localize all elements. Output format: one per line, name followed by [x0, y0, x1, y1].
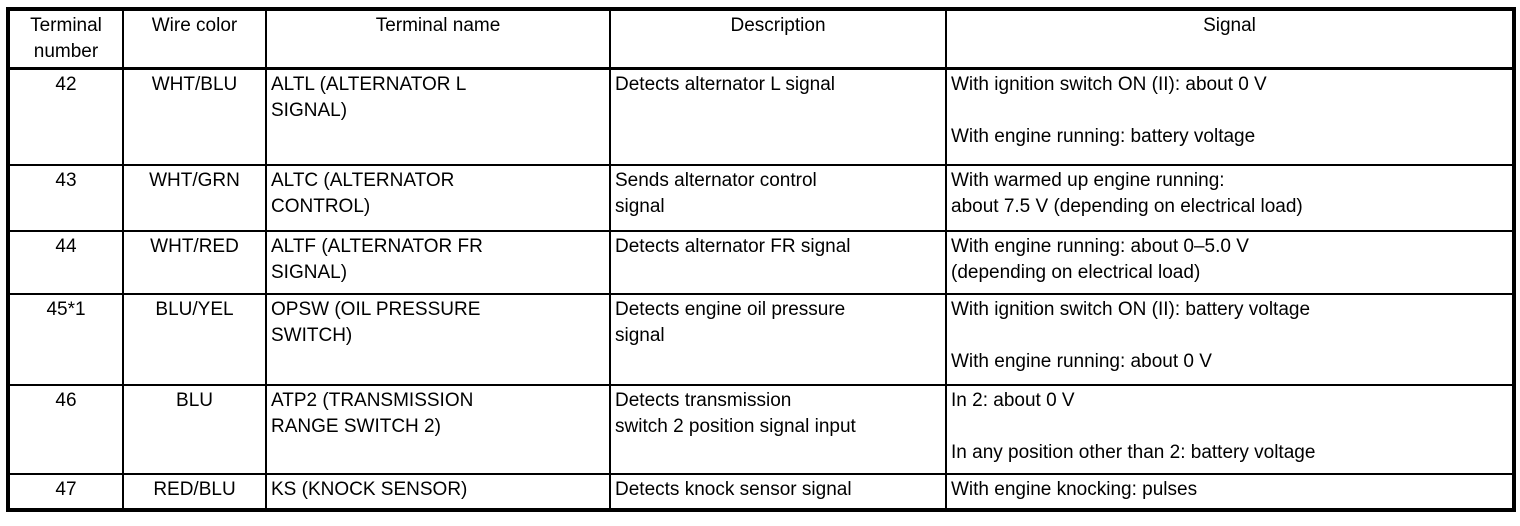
cell-wire-color: RED/BLU — [122, 472, 267, 511]
cell-wire-color: WHT/BLU — [122, 67, 267, 166]
cell-wire-color: WHT/RED — [122, 229, 267, 295]
cell-terminal-name: ALTC (ALTERNATOR CONTROL) — [265, 163, 611, 232]
cell-terminal-number: 45*1 — [7, 292, 124, 386]
cell-terminal-number: 42 — [7, 67, 124, 166]
cell-description: Sends alternator control signal — [609, 163, 947, 232]
table-row: 46 BLU ATP2 (TRANSMISSION RANGE SWITCH 2… — [7, 383, 1515, 475]
cell-signal: With warmed up engine running: about 7.5… — [945, 163, 1515, 232]
cell-description: Detects alternator L signal — [609, 67, 947, 166]
cell-signal: With ignition switch ON (II): about 0 V … — [945, 67, 1515, 166]
cell-description: Detects transmission switch 2 position s… — [609, 383, 947, 475]
cell-description: Detects engine oil pressure signal — [609, 292, 947, 386]
cell-terminal-number: 43 — [7, 163, 124, 232]
cell-signal: With engine knocking: pulses — [945, 472, 1515, 511]
table-row: 42 WHT/BLU ALTL (ALTERNATOR L SIGNAL) De… — [7, 67, 1515, 166]
terminal-pinout-table: Terminal number Wire color Terminal name… — [6, 7, 1516, 512]
cell-description: Detects knock sensor signal — [609, 472, 947, 511]
cell-terminal-name: ALTL (ALTERNATOR L SIGNAL) — [265, 67, 611, 166]
cell-terminal-name: KS (KNOCK SENSOR) — [265, 472, 611, 511]
cell-wire-color: WHT/GRN — [122, 163, 267, 232]
cell-signal: With ignition switch ON (II): battery vo… — [945, 292, 1515, 386]
column-header-signal: Signal — [945, 8, 1515, 70]
cell-terminal-number: 44 — [7, 229, 124, 295]
table-row: 47 RED/BLU KS (KNOCK SENSOR) Detects kno… — [7, 472, 1515, 511]
cell-wire-color: BLU — [122, 383, 267, 475]
cell-terminal-name: ALTF (ALTERNATOR FR SIGNAL) — [265, 229, 611, 295]
cell-signal: In 2: about 0 V In any position other th… — [945, 383, 1515, 475]
column-header-wire-color: Wire color — [122, 8, 267, 70]
cell-terminal-number: 47 — [7, 472, 124, 511]
cell-terminal-name: ATP2 (TRANSMISSION RANGE SWITCH 2) — [265, 383, 611, 475]
column-header-terminal-number: Terminal number — [7, 8, 124, 70]
column-header-terminal-name: Terminal name — [265, 8, 611, 70]
table-row: 43 WHT/GRN ALTC (ALTERNATOR CONTROL) Sen… — [7, 163, 1515, 232]
cell-signal: With engine running: about 0–5.0 V (depe… — [945, 229, 1515, 295]
cell-wire-color: BLU/YEL — [122, 292, 267, 386]
cell-terminal-name: OPSW (OIL PRESSURE SWITCH) — [265, 292, 611, 386]
header-row: Terminal number Wire color Terminal name… — [7, 8, 1515, 70]
table-row: 44 WHT/RED ALTF (ALTERNATOR FR SIGNAL) D… — [7, 229, 1515, 295]
cell-description: Detects alternator FR signal — [609, 229, 947, 295]
table-row: 45*1 BLU/YEL OPSW (OIL PRESSURE SWITCH) … — [7, 292, 1515, 386]
cell-terminal-number: 46 — [7, 383, 124, 475]
column-header-description: Description — [609, 8, 947, 70]
